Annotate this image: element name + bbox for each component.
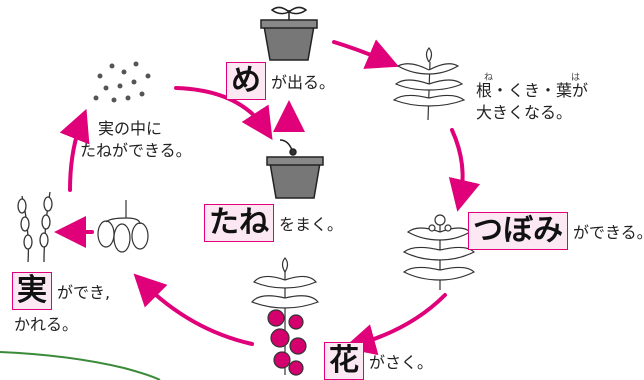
ruby-ne: ね — [484, 73, 494, 83]
label-seeds-line1: 実の中に — [98, 119, 163, 138]
label-seeds-line2: たねができる。 — [80, 141, 192, 160]
suffix-sprout: が出る。 — [271, 73, 336, 92]
arrow-flower-to-fruit — [133, 273, 254, 346]
key-sow: たね — [204, 204, 274, 242]
arrow-dried-to-seeds — [59, 108, 90, 192]
label-fruit-line2: かれる。 — [14, 315, 79, 334]
key-bud: つぼみ — [468, 212, 568, 250]
flowering-plant-icon — [251, 257, 319, 376]
suffix-sow: をまく。 — [279, 215, 344, 234]
suffix-flower: がさく。 — [369, 353, 434, 372]
suffix-bud: ができる。 — [573, 223, 644, 242]
suffix-fruit: ができ, — [57, 283, 111, 302]
seeds-icon — [93, 61, 151, 103]
label-sprout: めが出る。 — [226, 62, 335, 100]
key-flower: 花 — [324, 342, 364, 380]
ruby-ha: は — [571, 73, 581, 83]
label-sow: たねをまく。 — [204, 204, 343, 242]
key-sprout: め — [226, 62, 266, 100]
budding-plant-icon — [402, 214, 476, 290]
key-fruit: 実 — [12, 272, 52, 310]
green-border-curve — [0, 351, 161, 380]
pot-seed-icon — [266, 139, 324, 199]
arrow-leaves-to-bud — [448, 128, 481, 212]
label-fruit: 実ができ, — [12, 272, 110, 310]
arrow-bud-to-flower — [343, 293, 447, 356]
label-leaves-line2: 大きくなる。 — [476, 103, 573, 122]
label-flower: 花がさく。 — [324, 342, 433, 380]
dried-plant-icon — [17, 191, 53, 263]
label-leaves-line1: 根・くき・葉が — [476, 81, 589, 100]
arrow-sprout-to-leaves — [332, 39, 400, 69]
pot-sprout-icon — [260, 6, 318, 61]
seed-pods-icon — [97, 200, 149, 253]
leafy-plant-icon — [392, 47, 466, 121]
